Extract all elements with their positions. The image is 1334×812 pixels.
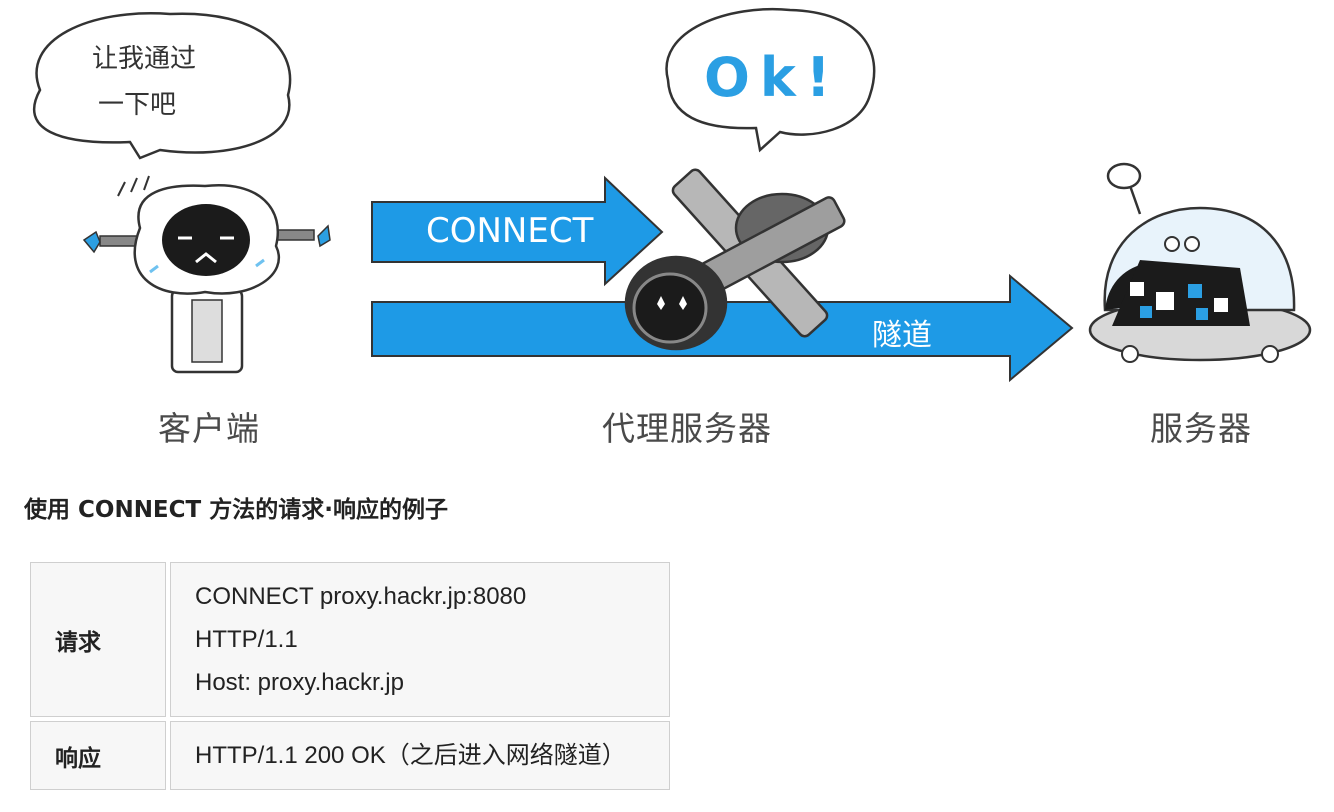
proxy-robot-icon bbox=[624, 168, 846, 351]
request-line-1: CONNECT proxy.hackr.jp:8080 bbox=[195, 583, 527, 610]
row-header-request: 请求 bbox=[30, 562, 166, 717]
proxy-label: 代理服务器 bbox=[602, 409, 772, 448]
request-line-2: HTTP/1.1 bbox=[195, 626, 298, 653]
server-robot-icon bbox=[1088, 162, 1312, 363]
row-header-response: 响应 bbox=[30, 721, 166, 790]
arrow-tunnel-label: 隧道 bbox=[872, 318, 932, 353]
connect-arrow bbox=[371, 175, 664, 287]
server-label: 服务器 bbox=[1150, 409, 1252, 448]
client-speech-bubble bbox=[33, 12, 292, 160]
table-row-request: 请求 CONNECT proxy.hackr.jp:8080 HTTP/1.1 … bbox=[30, 562, 670, 717]
client-robot-icon bbox=[82, 175, 331, 374]
connect-tunnel-diagram: 让我通过 一下吧 Ok! CONNECT 隧道 客户端 代理服务器 服务器 bbox=[33, 7, 1312, 448]
response-line-1: HTTP/1.1 200 OK（之后进入网络隧道） bbox=[195, 742, 626, 769]
connect-example-table: 请求 CONNECT proxy.hackr.jp:8080 HTTP/1.1 … bbox=[26, 558, 674, 794]
diagram-canvas bbox=[33, 7, 1312, 383]
proxy-speech-bubble bbox=[665, 7, 876, 153]
tunnel-arrow bbox=[371, 273, 1074, 383]
section-title: 使用 CONNECT 方法的请求·响应的例子 bbox=[24, 497, 448, 523]
row-content-request: CONNECT proxy.hackr.jp:8080 HTTP/1.1 Hos… bbox=[170, 562, 670, 717]
client-bubble-line1: 让我通过 bbox=[92, 44, 197, 74]
table-row-response: 响应 HTTP/1.1 200 OK（之后进入网络隧道） bbox=[30, 721, 670, 790]
request-line-3: Host: proxy.hackr.jp bbox=[195, 669, 404, 696]
proxy-bubble-text: Ok! bbox=[704, 46, 841, 109]
arrow-connect-label: CONNECT bbox=[426, 211, 594, 251]
client-bubble-line2: 一下吧 bbox=[98, 90, 177, 120]
row-content-response: HTTP/1.1 200 OK（之后进入网络隧道） bbox=[170, 721, 670, 790]
client-label: 客户端 bbox=[158, 409, 260, 448]
